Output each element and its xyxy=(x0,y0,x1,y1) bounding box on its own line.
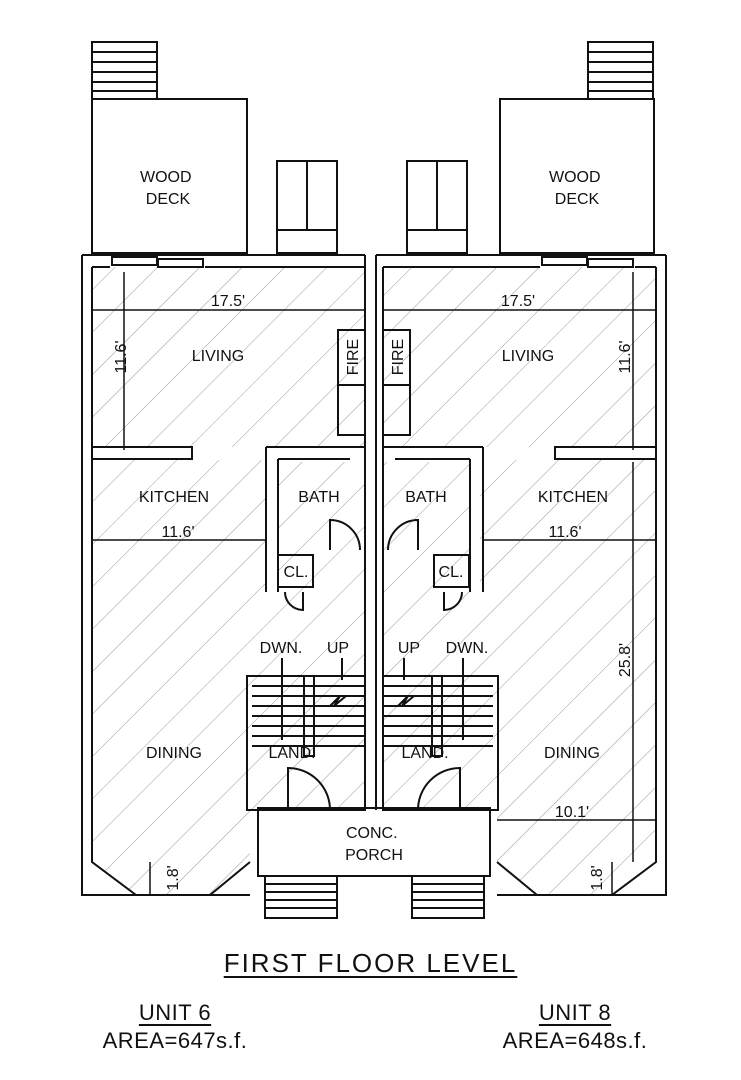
fire-label-left: FIRE xyxy=(345,339,362,375)
door-swings xyxy=(284,518,463,811)
porch-slab xyxy=(257,807,491,877)
hatched-floor-area xyxy=(92,267,656,895)
dining-label-right: DINING xyxy=(544,745,600,762)
deck-stairs-left xyxy=(91,41,158,100)
down-label-left: DWN. xyxy=(260,640,303,657)
wood-deck-label-right: WOOD DECK xyxy=(549,169,605,208)
fire-label-right: FIRE xyxy=(390,339,407,375)
landing-label-right: LAND. xyxy=(401,745,448,762)
living-label-right: LIVING xyxy=(502,348,554,365)
dimension-lines xyxy=(92,272,656,895)
porch-label: CONC. PORCH xyxy=(345,825,403,864)
living-dim-right: 17.5' xyxy=(501,293,535,310)
unit-6-name: UNIT 6 xyxy=(138,1000,212,1025)
unit8-depth-dim: 25.8' xyxy=(617,643,634,677)
sliding-doors xyxy=(111,256,634,268)
dining-label-left: DINING xyxy=(146,745,202,762)
porch-stairs-right xyxy=(411,875,485,919)
wood-deck-right xyxy=(499,98,655,254)
living-depth-left: 11.6' xyxy=(113,340,130,373)
bay-dim-right: 1.8' xyxy=(589,865,606,890)
kitchen-label-right: KITCHEN xyxy=(538,489,608,506)
bay-dim-left: 1.8' xyxy=(165,865,182,890)
unit-6-area: AREA=647s.f. xyxy=(102,1028,248,1053)
living-dim-left: 17.5' xyxy=(211,293,245,310)
unit-8-area: AREA=648s.f. xyxy=(502,1028,648,1053)
living-label-left: LIVING xyxy=(192,348,244,365)
dining-dim-right: 10.1' xyxy=(555,804,589,821)
closet-label-right: CL. xyxy=(439,564,464,581)
kitchen-label-left: KITCHEN xyxy=(139,489,209,506)
deck-stairs-right xyxy=(587,41,654,100)
interior-stairs-right xyxy=(383,675,493,757)
drawing-title: FIRST FLOOR LEVEL xyxy=(223,948,518,978)
wood-deck-label-line: WOOD xyxy=(549,169,601,186)
wood-deck-label-line: WOOD xyxy=(140,169,192,186)
kitchen-dim-left: 11.6' xyxy=(161,524,194,541)
down-label-right: DWN. xyxy=(446,640,489,657)
living-depth-right: 11.6' xyxy=(617,340,634,373)
landing-label-left: LAND. xyxy=(268,745,315,762)
bath-label-right: BATH xyxy=(405,489,446,506)
rear-storage-left xyxy=(276,160,338,254)
unit-8-name: UNIT 8 xyxy=(538,1000,612,1025)
rear-storage-right xyxy=(406,160,468,254)
up-label-right: UP xyxy=(398,640,420,657)
stair-arrows xyxy=(281,658,464,740)
porch-label-line: CONC. xyxy=(346,825,398,842)
up-label-left: UP xyxy=(327,640,349,657)
wood-deck-left xyxy=(91,98,248,254)
wood-deck-label-left: WOOD DECK xyxy=(140,169,196,208)
wood-deck-label-line: DECK xyxy=(146,191,191,208)
porch-stairs-left xyxy=(264,875,338,919)
bath-label-left: BATH xyxy=(298,489,339,506)
porch-label-line: PORCH xyxy=(345,847,403,864)
interior-stairs-left xyxy=(252,675,365,757)
kitchen-dim-right: 11.6' xyxy=(548,524,581,541)
closet-label-left: CL. xyxy=(284,564,309,581)
wood-deck-label-line: DECK xyxy=(555,191,600,208)
